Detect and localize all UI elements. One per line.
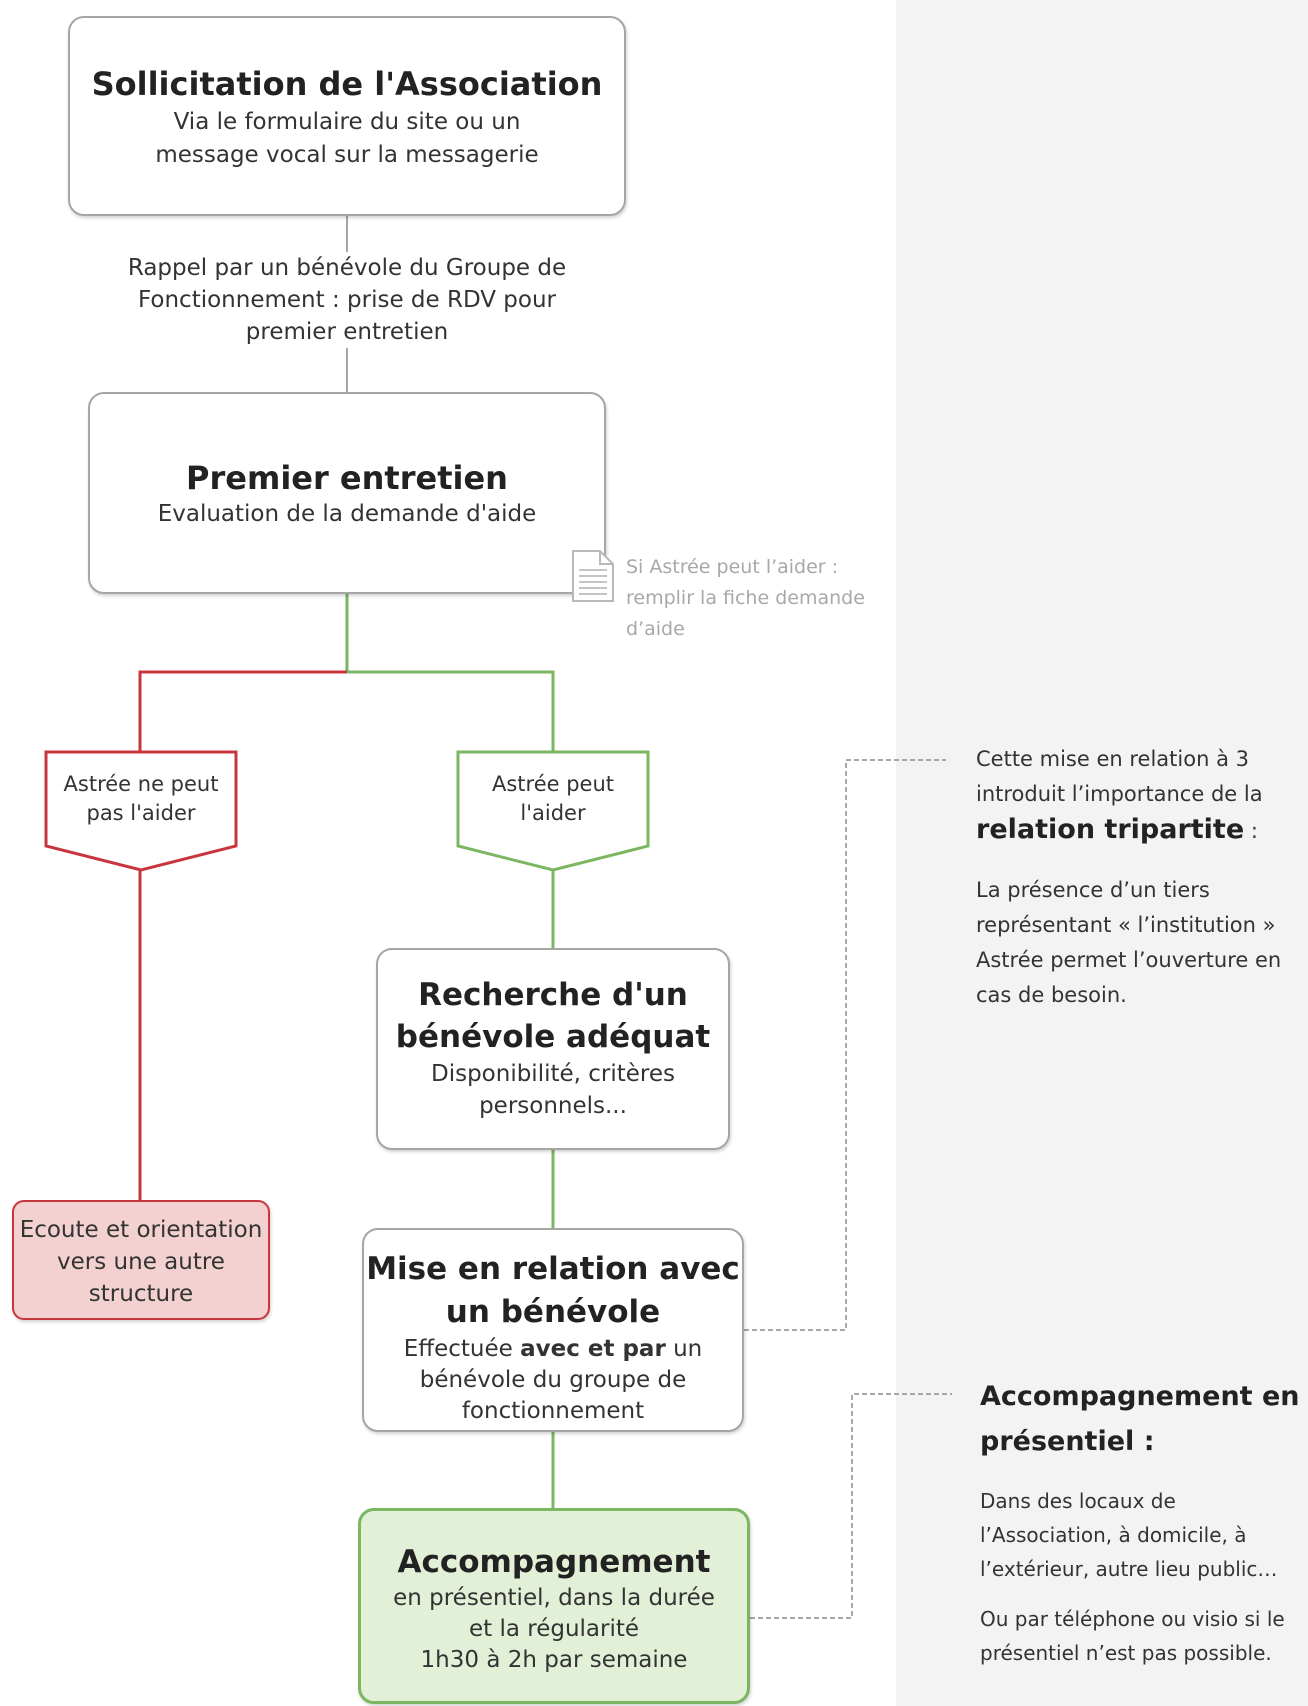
decision-no-shape: [44, 750, 238, 872]
decision-yes-shape: [456, 750, 650, 872]
node-ecoute-text: Ecoute et orientation vers une autre str…: [19, 1217, 263, 1307]
node-mise-sub-bold: avec et par: [520, 1336, 666, 1362]
note-tripartite-body: La présence d’un tiers représentant « l’…: [976, 878, 1282, 1007]
note-tripartite-intro: Cette mise en relation à 3 introduit l’i…: [976, 747, 1263, 806]
node-recherche-benevole: Recherche d'un bénévole adéquat Disponib…: [376, 948, 730, 1150]
node-recherche-subtitle: Disponibilité, critères personnels...: [430, 1061, 676, 1119]
node-sollicitation-subtitle: Via le formulaire du site ou un message …: [155, 109, 539, 168]
decision-yes-label: Astrée peut l'aider: [491, 772, 615, 825]
note-tripartite-colon: :: [1244, 819, 1258, 843]
node-premier-subtitle: Evaluation de la demande d'aide: [157, 501, 537, 527]
node-sollicitation: Sollicitation de l'Association Via le fo…: [68, 16, 626, 216]
node-sollicitation-title: Sollicitation de l'Association: [91, 65, 603, 103]
dashed-link-presentiel: [750, 1393, 952, 1619]
dashed-link-tripartite: [744, 759, 946, 1331]
note-relation-tripartite: Cette mise en relation à 3 introduit l’i…: [976, 742, 1302, 1013]
note-presentiel-body2: Ou par téléphone ou visio si le présenti…: [980, 1607, 1285, 1665]
side-panel-background: [896, 0, 1308, 1706]
node-accomp-title: Accompagnement: [397, 1544, 711, 1580]
node-mise-sub-post: un bénévole du groupe de fonctionnement: [419, 1336, 703, 1424]
label-rappel: Rappel par un bénévole du Groupe de Fonc…: [104, 252, 590, 348]
node-mise-title: Mise en relation avec un bénévole: [366, 1251, 740, 1330]
note-presentiel-heading: Accompagnement en présentiel :: [980, 1381, 1300, 1457]
node-ecoute-orientation: Ecoute et orientation vers une autre str…: [12, 1200, 270, 1320]
connector-branch-no: [138, 670, 347, 752]
note-accompagnement-presentiel: Accompagnement en présentiel : Dans des …: [980, 1374, 1308, 1670]
node-mise-subtitle: Effectuée avec et par un bénévole du gro…: [403, 1334, 703, 1427]
node-accomp-subtitle: en présentiel, dans la durée et la régul…: [393, 1585, 715, 1642]
decision-no-label: Astrée ne peut pas l'aider: [63, 772, 219, 825]
node-premier-title: Premier entretien: [186, 459, 508, 497]
node-recherche-title: Recherche d'un bénévole adéquat: [395, 977, 711, 1055]
node-premier-entretien: Premier entretien Evaluation de la deman…: [88, 392, 606, 594]
connector-branch-yes: [347, 670, 555, 752]
node-mise-en-relation: Mise en relation avec un bénévole Effect…: [362, 1228, 744, 1432]
node-accomp-duration: 1h30 à 2h par semaine: [420, 1647, 688, 1673]
note-tripartite-bold: relation tripartite: [976, 814, 1245, 845]
document-icon: [572, 550, 614, 602]
node-accompagnement: Accompagnement en présentiel, dans la du…: [358, 1508, 750, 1704]
note-fiche-demande: Si Astrée peut l’aider : remplir la fich…: [626, 556, 865, 640]
note-presentiel-body1: Dans des locaux de l’Association, à domi…: [980, 1489, 1278, 1581]
node-mise-sub-pre: Effectuée: [403, 1336, 521, 1362]
